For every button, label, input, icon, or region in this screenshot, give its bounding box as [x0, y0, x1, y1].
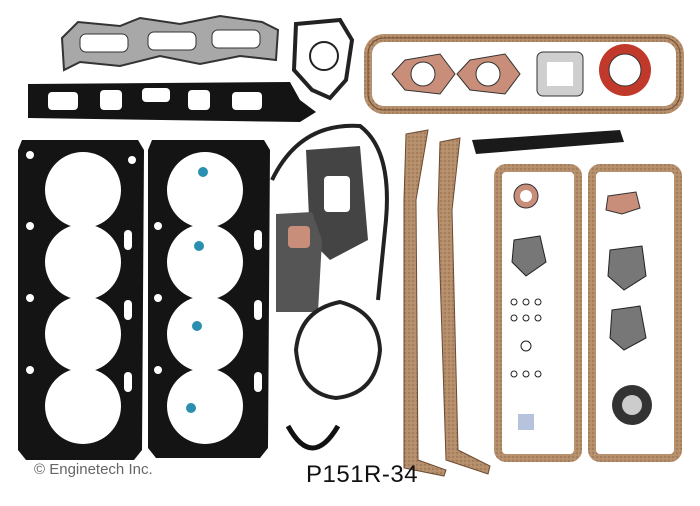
rear-seal — [285, 424, 341, 451]
intake-gasket — [60, 14, 280, 72]
valve-cover-gasket — [364, 34, 684, 114]
water-pump-gasket-lower — [293, 299, 383, 401]
head-gasket-left — [18, 140, 144, 460]
timing-cover-gasket — [270, 123, 389, 312]
manifold-gasket — [28, 82, 316, 122]
head-gasket-right — [148, 140, 270, 458]
copyright-text: © Enginetech Inc. — [34, 461, 153, 478]
oil-pan-gasket-frames — [494, 164, 682, 462]
water-pump-gasket — [291, 17, 355, 101]
oil-pan-cork-strips — [403, 129, 491, 477]
part-number: P151R-34 — [306, 461, 419, 488]
rubber-strip — [472, 130, 624, 154]
